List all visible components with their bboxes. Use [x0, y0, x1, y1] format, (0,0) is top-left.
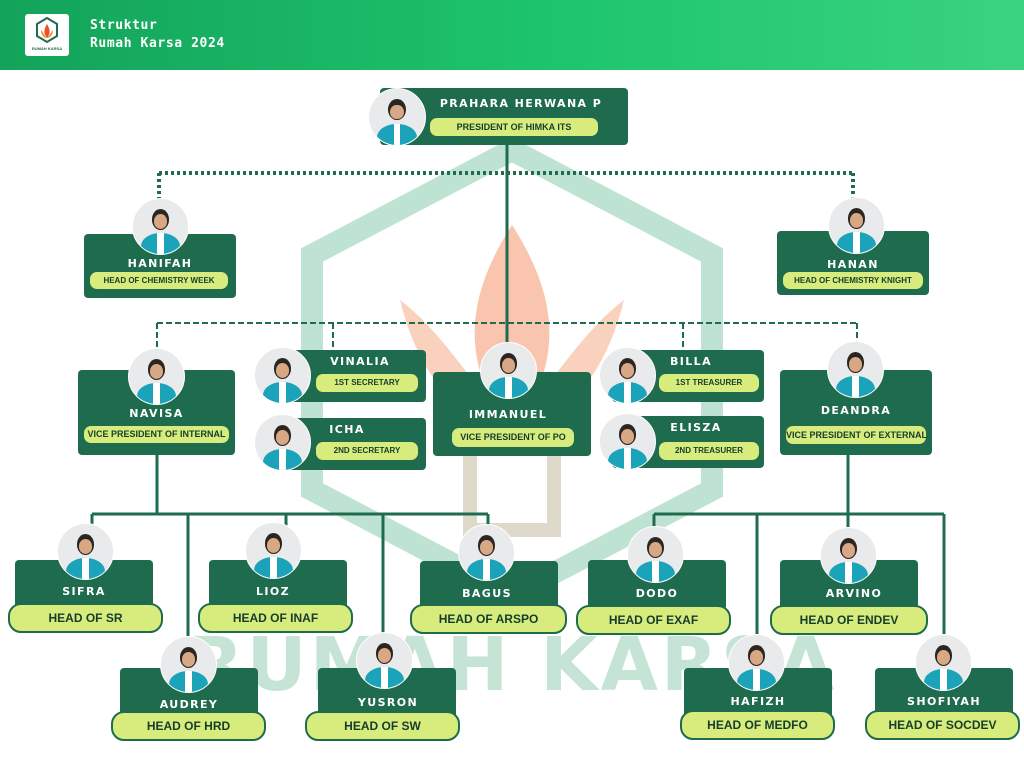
immanuel-role: VICE PRESIDENT OF PO	[452, 428, 574, 447]
logo-text: RUMAH KARSA	[31, 46, 63, 51]
arvino-role: HEAD OF ENDEV	[770, 605, 928, 635]
deandra-name: DEANDRA	[820, 404, 892, 417]
bagus-name: BAGUS	[462, 587, 512, 600]
deandra-photo	[827, 341, 884, 398]
navisa-role: VICE PRESIDENT OF INTERNAL	[84, 426, 229, 443]
dodo-role: HEAD OF EXAF	[576, 605, 731, 635]
bagus-role: HEAD OF ARSPO	[410, 604, 567, 634]
billa-name: BILLA	[669, 355, 712, 368]
rumah-karsa-logo: RUMAH KARSA	[25, 14, 69, 56]
president-role: PRESIDENT OF HIMKA ITS	[430, 118, 598, 136]
vinalia-name: VINALIA	[330, 355, 390, 368]
arvino-photo	[820, 527, 877, 584]
vinalia-role: 1ST SECRETARY	[316, 374, 418, 392]
title-line-2: Rumah Karsa 2024	[90, 36, 225, 51]
audrey-role: HEAD OF HRD	[111, 711, 266, 741]
icha-name: ICHA	[329, 423, 365, 436]
hafizh-role: HEAD OF MEDFO	[680, 710, 835, 740]
navisa-name: NAVISA	[129, 407, 184, 420]
hafizh-photo	[728, 634, 785, 691]
hanan-photo	[828, 197, 885, 254]
shofiyah-photo	[915, 634, 972, 691]
dodo-name: DODO	[635, 587, 679, 600]
hanifah-role: HEAD OF CHEMISTRY WEEK	[90, 272, 228, 289]
hanifah-photo	[132, 198, 189, 255]
president-name: PRAHARA HERWANA P	[439, 97, 603, 110]
yusron-photo	[356, 632, 413, 689]
billa-role: 1ST TREASURER	[659, 374, 759, 392]
yusron-name: YUSRON	[357, 696, 419, 709]
lioz-name: LIOZ	[255, 585, 291, 598]
hafizh-name: HAFIZH	[730, 695, 786, 708]
elisza-photo	[599, 413, 656, 470]
lioz-photo	[245, 522, 302, 579]
shofiyah-name: SHOFIYAH	[907, 695, 981, 708]
vinalia-photo	[254, 347, 311, 404]
shofiyah-role: HEAD OF SOCDEV	[865, 710, 1020, 740]
sifra-photo	[57, 523, 114, 580]
lioz-role: HEAD OF INAF	[198, 603, 353, 633]
bagus-photo	[458, 524, 515, 581]
sifra-name: SIFRA	[62, 585, 106, 598]
icha-photo	[254, 414, 311, 471]
arvino-name: ARVINO	[825, 587, 883, 600]
page-title: Struktur Rumah Karsa 2024	[90, 17, 225, 53]
immanuel-name: IMMANUEL	[468, 408, 548, 421]
audrey-name: AUDREY	[159, 698, 219, 711]
audrey-photo	[160, 636, 217, 693]
dodo-photo	[627, 526, 684, 583]
hanan-role: HEAD OF CHEMISTRY KNIGHT	[783, 272, 923, 289]
icha-role: 2ND SECRETARY	[316, 442, 418, 460]
billa-photo	[599, 347, 656, 404]
elisza-name: ELISZA	[670, 421, 722, 434]
navisa-photo	[128, 348, 185, 405]
yusron-role: HEAD OF SW	[305, 711, 460, 741]
immanuel-photo	[480, 342, 537, 399]
sifra-role: HEAD OF SR	[8, 603, 163, 633]
title-line-1: Struktur	[90, 18, 158, 33]
hanan-name: HANAN	[827, 258, 879, 271]
elisza-role: 2ND TREASURER	[659, 442, 759, 460]
header-bar: RUMAH KARSA Struktur Rumah Karsa 2024	[0, 0, 1024, 70]
hanifah-name: HANIFAH	[127, 257, 193, 270]
deandra-role: VICE PRESIDENT OF EXTERNAL	[786, 426, 927, 444]
president-photo	[368, 88, 426, 146]
